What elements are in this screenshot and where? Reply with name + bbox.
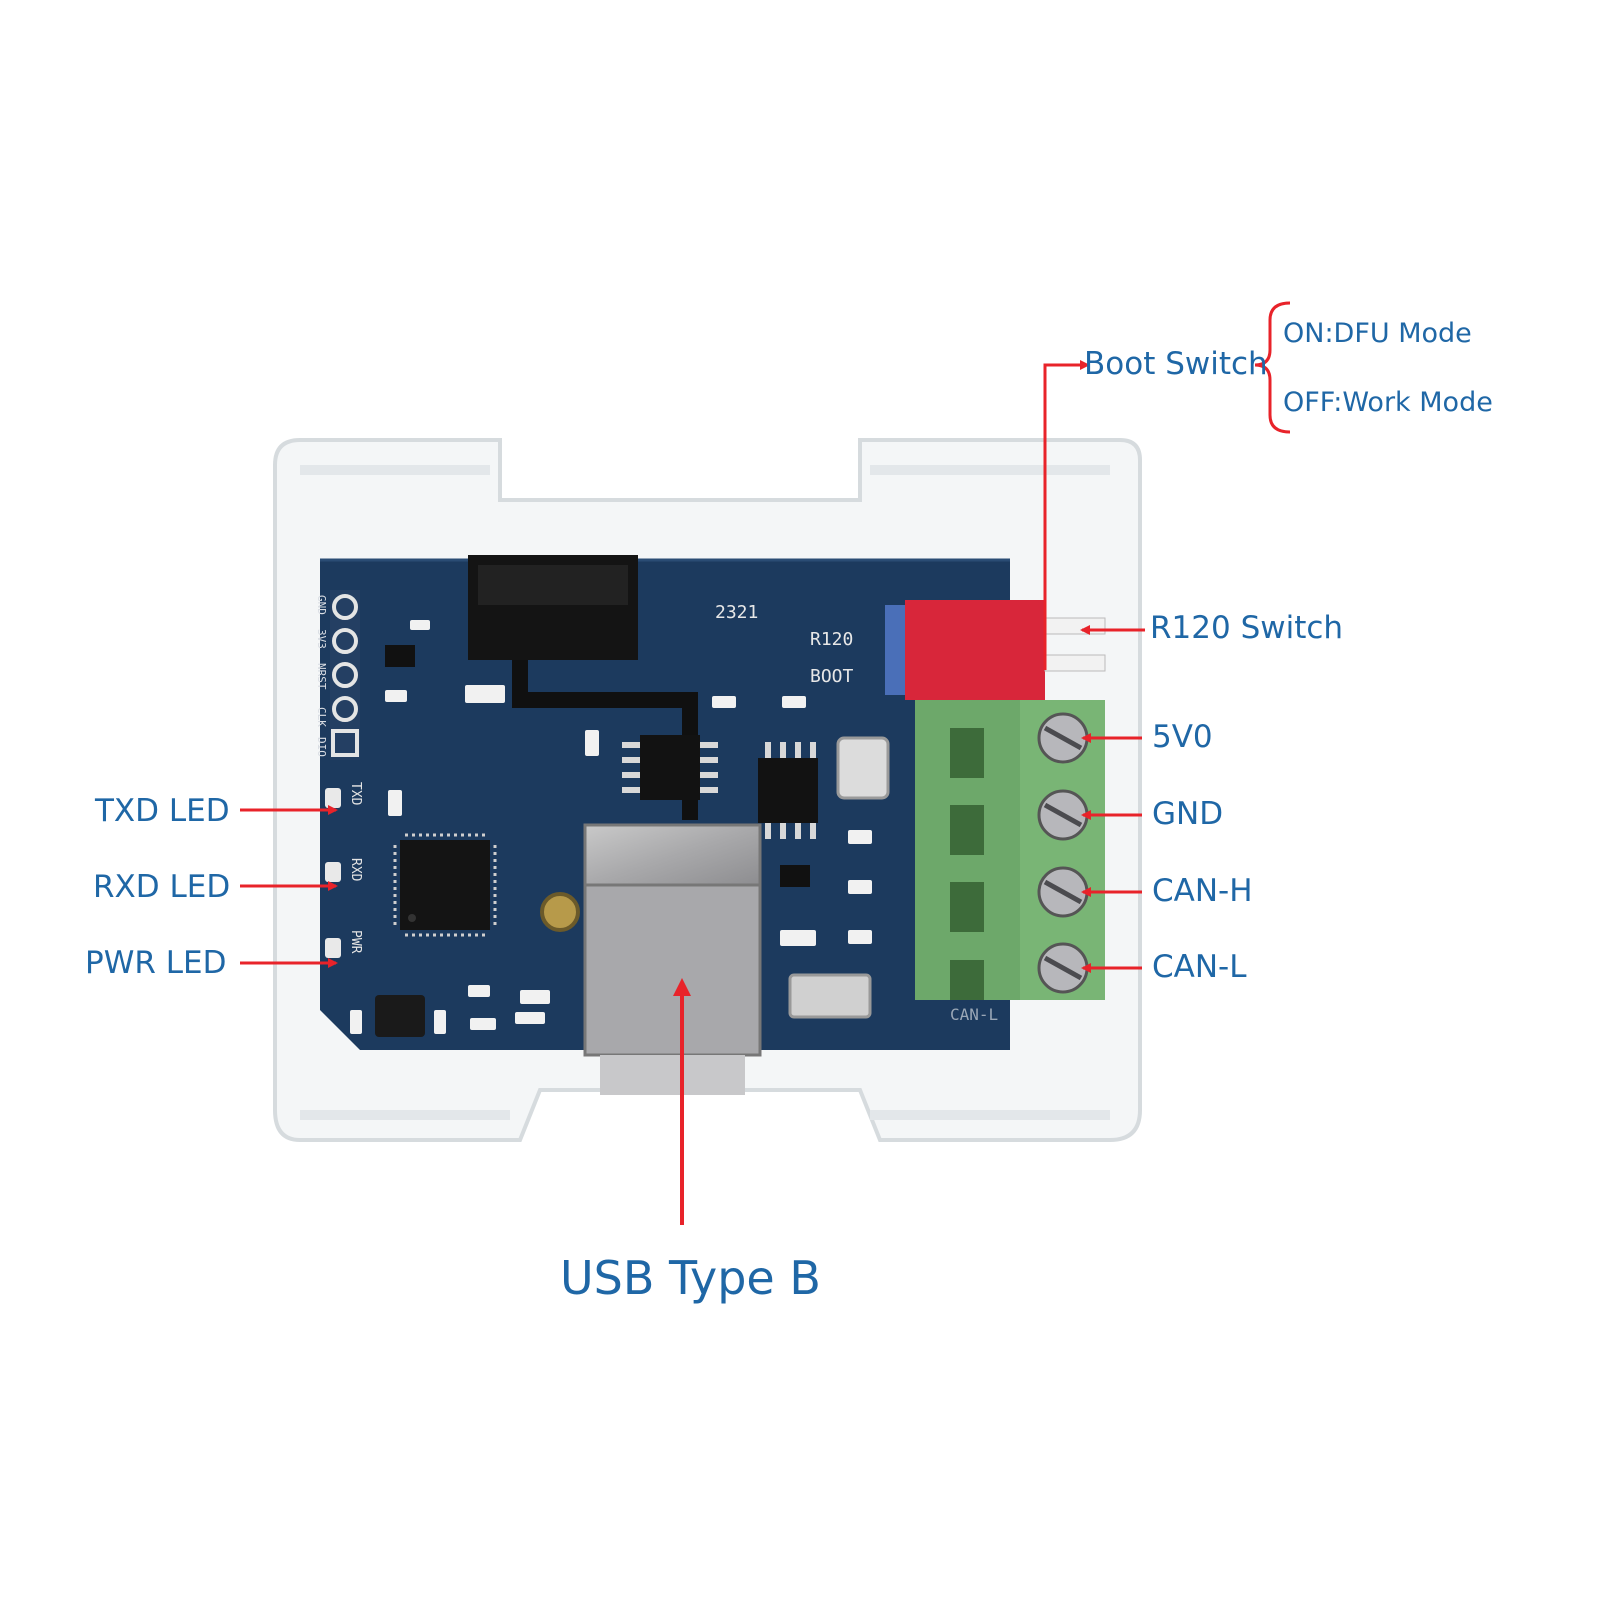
transistor xyxy=(385,645,810,887)
date-code: 2321 xyxy=(715,602,758,623)
pin-label: CLK xyxy=(315,707,328,727)
smd-components xyxy=(350,620,872,1034)
txd-silk: TXD xyxy=(348,782,363,806)
txd-led-label: TXD LED xyxy=(95,793,230,829)
on-dfu-mode-label: ON:DFU Mode xyxy=(1283,318,1472,349)
crystal xyxy=(788,736,890,1019)
board-silkscreen: 2321 R120 BOOT CAN-L xyxy=(715,602,998,1024)
r120-silk: R120 xyxy=(810,629,853,650)
rxd-led-label: RXD LED xyxy=(93,869,231,905)
pin-label: NRST xyxy=(315,663,328,690)
boot-switch-arrow xyxy=(1043,360,1090,670)
5v0-label: 5V0 xyxy=(1152,719,1213,755)
can-l-silk: CAN-L xyxy=(950,1005,998,1024)
usb-b-connector xyxy=(583,823,762,1095)
pin-label: GND xyxy=(315,595,328,615)
female-header xyxy=(468,555,698,820)
led-silkscreen: TXD RXD PWR xyxy=(348,782,363,954)
callout-arrows xyxy=(240,301,1291,1225)
mounting-hole xyxy=(540,892,580,932)
pwr-silk: PWR xyxy=(348,930,363,954)
gnd-label: GND xyxy=(1152,796,1224,832)
mcu-qfp xyxy=(393,833,497,937)
dip-switch xyxy=(885,600,1106,700)
soic-ic xyxy=(622,735,718,800)
boot-switch-label: Boot Switch xyxy=(1084,346,1268,382)
boot-silk: BOOT xyxy=(810,666,854,687)
off-work-mode-label: OFF:Work Mode xyxy=(1283,387,1493,418)
r120-switch-label: R120 Switch xyxy=(1150,610,1344,646)
can-h-label: CAN-H xyxy=(1152,873,1253,909)
inductor xyxy=(375,995,425,1037)
pwr-led-label: PWR LED xyxy=(85,945,227,981)
pin-label: DIO xyxy=(315,737,328,757)
can-l-label: CAN-L xyxy=(1152,949,1247,985)
usb-type-b-label: USB Type B xyxy=(560,1251,821,1305)
rxd-silk: RXD xyxy=(348,858,363,882)
mode-brace xyxy=(1254,301,1291,434)
pin-header xyxy=(330,590,360,760)
pin-label: 3V3 xyxy=(315,629,328,649)
led xyxy=(325,788,341,958)
can-transceiver-ic xyxy=(758,742,818,839)
pcb xyxy=(320,558,1010,1050)
pin-header-silkscreen: GND 3V3 NRST CLK DIO xyxy=(315,595,328,757)
terminal-block xyxy=(915,700,1105,1000)
